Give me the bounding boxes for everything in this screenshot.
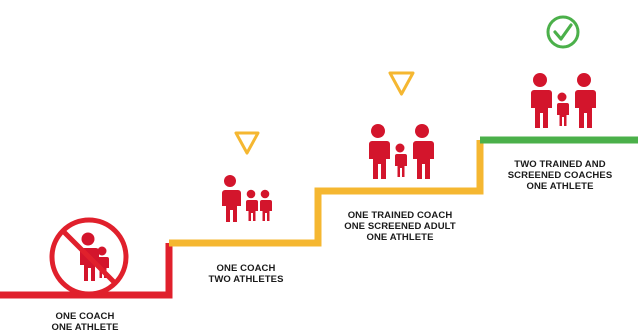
- step-3-line-3: ONE ATHLETE: [366, 232, 434, 243]
- step-4-line-2: SCREENED COACHES: [507, 170, 613, 181]
- caution-triangle-icon: [234, 131, 260, 155]
- step-4-label: TWO TRAINED AND SCREENED COACHES ONE ATH…: [490, 159, 630, 192]
- no-symbol-slash: [61, 229, 117, 285]
- step-1-line-2: ONE ATHLETE: [51, 322, 119, 333]
- step-4-line-3: ONE ATHLETE: [526, 181, 594, 192]
- check-circle-icon: [546, 15, 580, 49]
- step-4-icon-group: [531, 15, 596, 128]
- coach-two-athletes-figure: [222, 175, 272, 222]
- step-3-line-1: ONE TRAINED COACH: [347, 210, 453, 221]
- step-3-line-2: ONE SCREENED ADULT: [344, 221, 456, 232]
- step-2-line-2: TWO ATHLETES: [208, 274, 284, 285]
- step-4-line-1: TWO TRAINED AND: [514, 159, 606, 170]
- step-1-icon-group: [49, 217, 129, 297]
- step-1-line-1: ONE COACH: [55, 311, 115, 322]
- step-3-icon-group: [369, 71, 434, 179]
- step-2-line-1: ONE COACH: [216, 263, 276, 274]
- coach-adult-athlete-figure: [369, 124, 434, 179]
- step-line-red: [0, 243, 173, 299]
- step-3-label: ONE TRAINED COACH ONE SCREENED ADULT ONE…: [330, 210, 470, 243]
- step-line-orange: [169, 140, 484, 247]
- step-2-icon-group: [222, 131, 272, 222]
- two-coaches-athlete-figure: [531, 73, 596, 128]
- step-2-label: ONE COACH TWO ATHLETES: [186, 263, 306, 285]
- caution-triangle-icon: [388, 71, 415, 96]
- no-symbol-icon: [49, 217, 129, 297]
- step-1-label: ONE COACH ONE ATHLETE: [30, 311, 140, 333]
